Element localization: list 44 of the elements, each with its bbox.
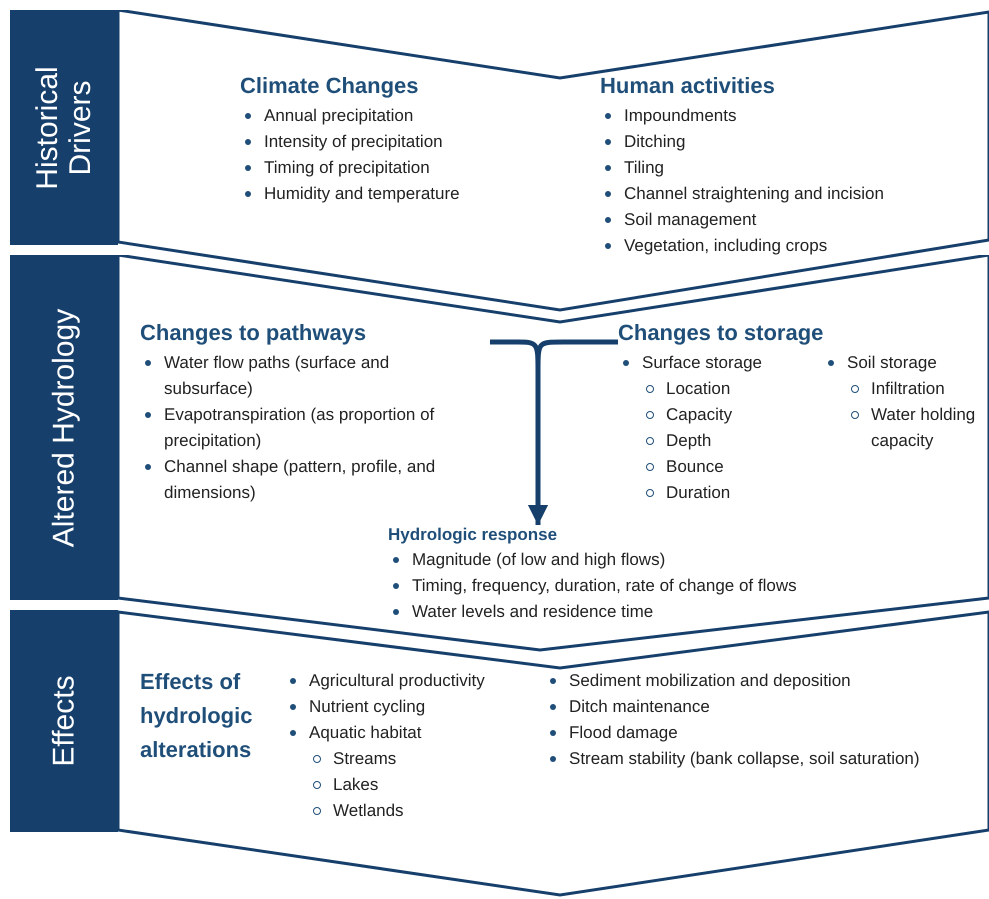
bullet-text: Water levels and residence time	[388, 599, 908, 625]
section-heading: Climate Changes	[240, 73, 418, 98]
section-heading: Changes to storage	[618, 320, 824, 346]
bullet-text: Tiling	[600, 155, 985, 181]
bullet-text: Timing of precipitation	[240, 155, 570, 181]
band-title: Altered Hydrology	[48, 307, 80, 550]
band-title: Effects	[48, 674, 80, 769]
bullet-text: Vegetation, including crops	[600, 233, 985, 259]
bullet-text: Ditching	[600, 129, 985, 155]
bullet-text: Evapotranspiration (as proportion of precipitation)	[140, 402, 440, 454]
bullet-text: Impoundments	[600, 103, 985, 129]
bullet-text: Aquatic habitat	[285, 720, 545, 746]
bullet-text: Intensity of precipitation	[240, 129, 570, 155]
bullet-text: Streams	[309, 746, 545, 772]
bullet-text: Timing, frequency, duration, rate of change of flows	[388, 573, 908, 599]
bullet-text: Capacity	[642, 402, 808, 428]
bullet-text: Location	[642, 376, 808, 402]
bullet-text: Channel straightening and incision	[600, 181, 985, 207]
bullet-text: Annual precipitation	[240, 103, 570, 129]
bullet-text: Humidity and temperature	[240, 181, 570, 207]
bullet-text: Soil storage	[823, 350, 989, 376]
bullet-text: Wetlands	[309, 798, 545, 824]
bullet-text: Infiltration	[847, 376, 989, 402]
bullet-text: Magnitude (of low and high flows)	[388, 547, 908, 573]
bullet-text: Flood damage	[545, 720, 989, 746]
bullet-text: Sediment mobilization and deposition	[545, 668, 989, 694]
section-heading: Human activities	[600, 73, 775, 98]
bullet-text: Depth	[642, 428, 808, 454]
bullet-text: Bounce	[642, 454, 808, 480]
bullet-text: Ditch maintenance	[545, 694, 989, 720]
section-heading: Effects of hydrologic alterations	[140, 668, 254, 764]
bullet-text: Duration	[642, 480, 808, 506]
bullet-text: Channel shape (pattern, profile, and dimensions)	[140, 454, 440, 506]
bullet-text: Water flow paths (surface and subsurface)	[140, 350, 440, 402]
bullet-text: Water holding capacity	[847, 402, 989, 454]
band-title: Historical Drivers	[31, 64, 97, 192]
bullet-text: Nutrient cycling	[285, 694, 545, 720]
section-heading: Hydrologic response	[388, 525, 558, 545]
bullet-text: Soil management	[600, 207, 985, 233]
section-heading: Changes to pathways	[140, 320, 366, 346]
bullet-text: Surface storage	[618, 350, 808, 376]
bullet-text: Lakes	[309, 772, 545, 798]
bullet-text: Agricultural productivity	[285, 668, 545, 694]
bullet-text: Stream stability (bank collapse, soil saturation)	[545, 746, 989, 772]
